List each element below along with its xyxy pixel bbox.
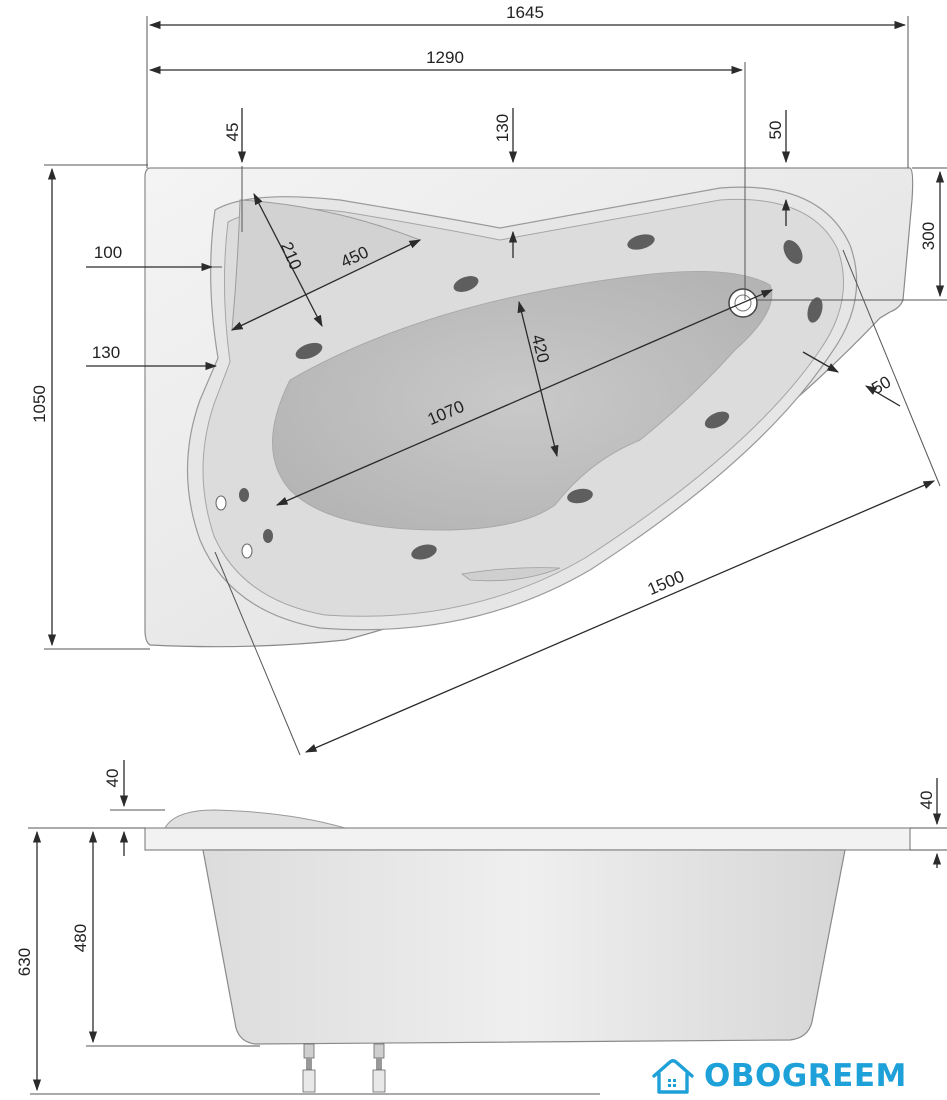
brand-logo: OBOGREEM xyxy=(648,1056,907,1096)
dim-left-side-upper: 100 xyxy=(94,243,122,262)
side-body xyxy=(202,849,846,1045)
side-rim xyxy=(144,827,911,851)
control-buttons xyxy=(215,495,253,559)
top-view: 1645 1290 45 130 50 300 100 130 xyxy=(30,3,947,756)
dim-right-side: 300 xyxy=(919,222,938,250)
dim-line-inner-length xyxy=(275,289,774,506)
support-feet xyxy=(302,1043,386,1093)
dim-overall-width: 1645 xyxy=(506,3,544,22)
dim-side-rim-right: 40 xyxy=(917,791,936,810)
dim-line-headrest-length xyxy=(230,239,422,331)
side-view: 40 40 630 480 xyxy=(15,760,947,1095)
dim-rim-top-left: 45 xyxy=(223,123,242,142)
dim-rim-top-right: 50 xyxy=(766,121,785,140)
dim-rim-right: 50 xyxy=(868,372,894,398)
dim-left-side-lower: 130 xyxy=(92,343,120,362)
dim-diagonal-length: 1500 xyxy=(645,567,687,599)
dim-overall-depth: 1050 xyxy=(30,385,49,423)
dim-side-rim-left: 40 xyxy=(103,769,122,788)
brand-name: OBOGREEM xyxy=(704,1058,907,1094)
jet xyxy=(263,529,273,543)
house-icon xyxy=(652,1059,694,1094)
control-button xyxy=(215,495,227,511)
jet xyxy=(783,240,803,264)
dim-basin-height: 480 xyxy=(71,924,90,952)
jet xyxy=(453,276,479,292)
dim-drain-offset: 1290 xyxy=(426,48,464,67)
dim-rim-top-center: 130 xyxy=(493,114,512,142)
side-headrest xyxy=(164,809,346,829)
dim-total-height: 630 xyxy=(15,948,34,976)
jet xyxy=(239,488,249,502)
dim-line-diagonal-length xyxy=(304,480,936,753)
control-button xyxy=(241,543,253,559)
jet xyxy=(627,234,655,250)
jet xyxy=(807,297,823,323)
